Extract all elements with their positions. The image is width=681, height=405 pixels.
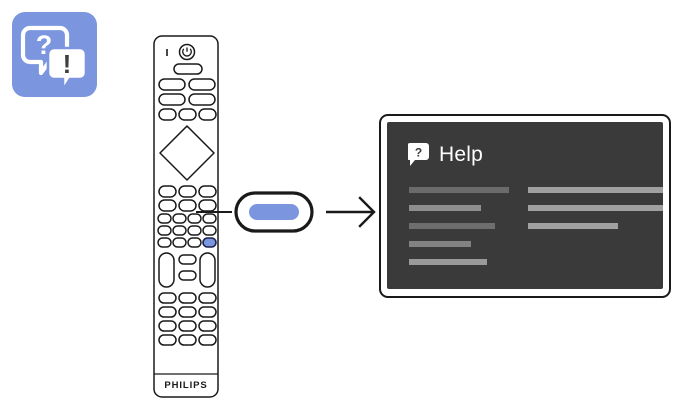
keypad-button[interactable] — [158, 334, 177, 346]
help-placeholder-bar — [409, 259, 487, 265]
remote-control-graphic: PHILIPS — [153, 35, 219, 398]
callout-help-button-pill[interactable] — [249, 204, 299, 220]
remote-rocker-left[interactable] — [158, 252, 175, 288]
remote-button[interactable] — [172, 225, 187, 236]
help-badge-question-glyph: ? — [415, 145, 422, 159]
remote-brand-label: PHILIPS — [164, 380, 207, 391]
remote-button[interactable] — [187, 225, 202, 236]
keypad-button[interactable] — [198, 292, 217, 304]
keypad-button[interactable] — [178, 292, 197, 304]
power-symbol-icon — [182, 47, 192, 57]
right-arrow-icon — [326, 196, 376, 228]
keypad-button[interactable] — [158, 306, 177, 318]
dpad-diamond[interactable] — [159, 125, 215, 181]
remote-control: PHILIPS — [148, 34, 224, 399]
help-placeholder-bar — [409, 187, 509, 193]
remote-button[interactable] — [202, 213, 217, 224]
help-question-exclamation-icon: ? ! — [20, 25, 88, 92]
help-placeholder-bar — [409, 205, 481, 211]
pressed-button-callout — [196, 186, 386, 238]
keypad-button[interactable] — [198, 320, 217, 332]
help-placeholder-bar — [409, 241, 471, 247]
help-screen-title: Help — [439, 143, 483, 166]
remote-button[interactable] — [188, 78, 216, 91]
power-button[interactable] — [178, 43, 196, 61]
help-placeholder-bar — [528, 205, 663, 211]
tv-display: ? Help — [387, 122, 663, 289]
remote-button[interactable] — [178, 185, 197, 198]
remote-button[interactable] — [178, 199, 197, 212]
tv-screen: ? Help — [379, 114, 671, 298]
remote-button[interactable] — [187, 213, 202, 224]
help-button[interactable] — [202, 237, 217, 248]
help-placeholder-bar — [409, 223, 495, 229]
help-placeholder-bar — [528, 223, 618, 229]
remote-button[interactable] — [202, 225, 217, 236]
remote-rocker-right[interactable] — [199, 252, 216, 288]
remote-button[interactable] — [158, 199, 177, 212]
keypad-button[interactable] — [178, 306, 197, 318]
keypad-button[interactable] — [198, 306, 217, 318]
help-right-column — [528, 187, 663, 229]
remote-button[interactable] — [178, 254, 197, 265]
remote-button[interactable] — [157, 237, 172, 248]
help-placeholder-bar — [528, 187, 663, 193]
exclamation-speech-bubble-icon: ! — [46, 46, 88, 92]
remote-button[interactable] — [158, 108, 177, 121]
remote-button[interactable] — [158, 185, 177, 198]
help-badge-icon: ? — [408, 143, 429, 166]
remote-button[interactable] — [157, 225, 172, 236]
remote-button[interactable] — [158, 78, 186, 91]
remote-button[interactable] — [178, 270, 197, 281]
remote-button[interactable] — [157, 213, 172, 224]
keypad-button[interactable] — [178, 334, 197, 346]
remote-button-wide[interactable] — [173, 63, 203, 75]
remote-button[interactable] — [172, 237, 187, 248]
exclamation-mark-glyph: ! — [63, 49, 72, 79]
help-topic-icon: ? ! — [12, 12, 97, 97]
remote-button[interactable] — [188, 93, 216, 106]
keypad-button[interactable] — [158, 320, 177, 332]
help-left-column — [409, 187, 509, 265]
remote-button[interactable] — [172, 213, 187, 224]
keypad-button[interactable] — [198, 334, 217, 346]
remote-button[interactable] — [198, 185, 217, 198]
remote-button[interactable] — [158, 93, 186, 106]
remote-button[interactable] — [198, 108, 217, 121]
help-screen-header: ? Help — [408, 143, 483, 166]
keypad-button[interactable] — [178, 320, 197, 332]
keypad-button[interactable] — [158, 292, 177, 304]
remote-button[interactable] — [187, 237, 202, 248]
remote-button[interactable] — [178, 108, 197, 121]
